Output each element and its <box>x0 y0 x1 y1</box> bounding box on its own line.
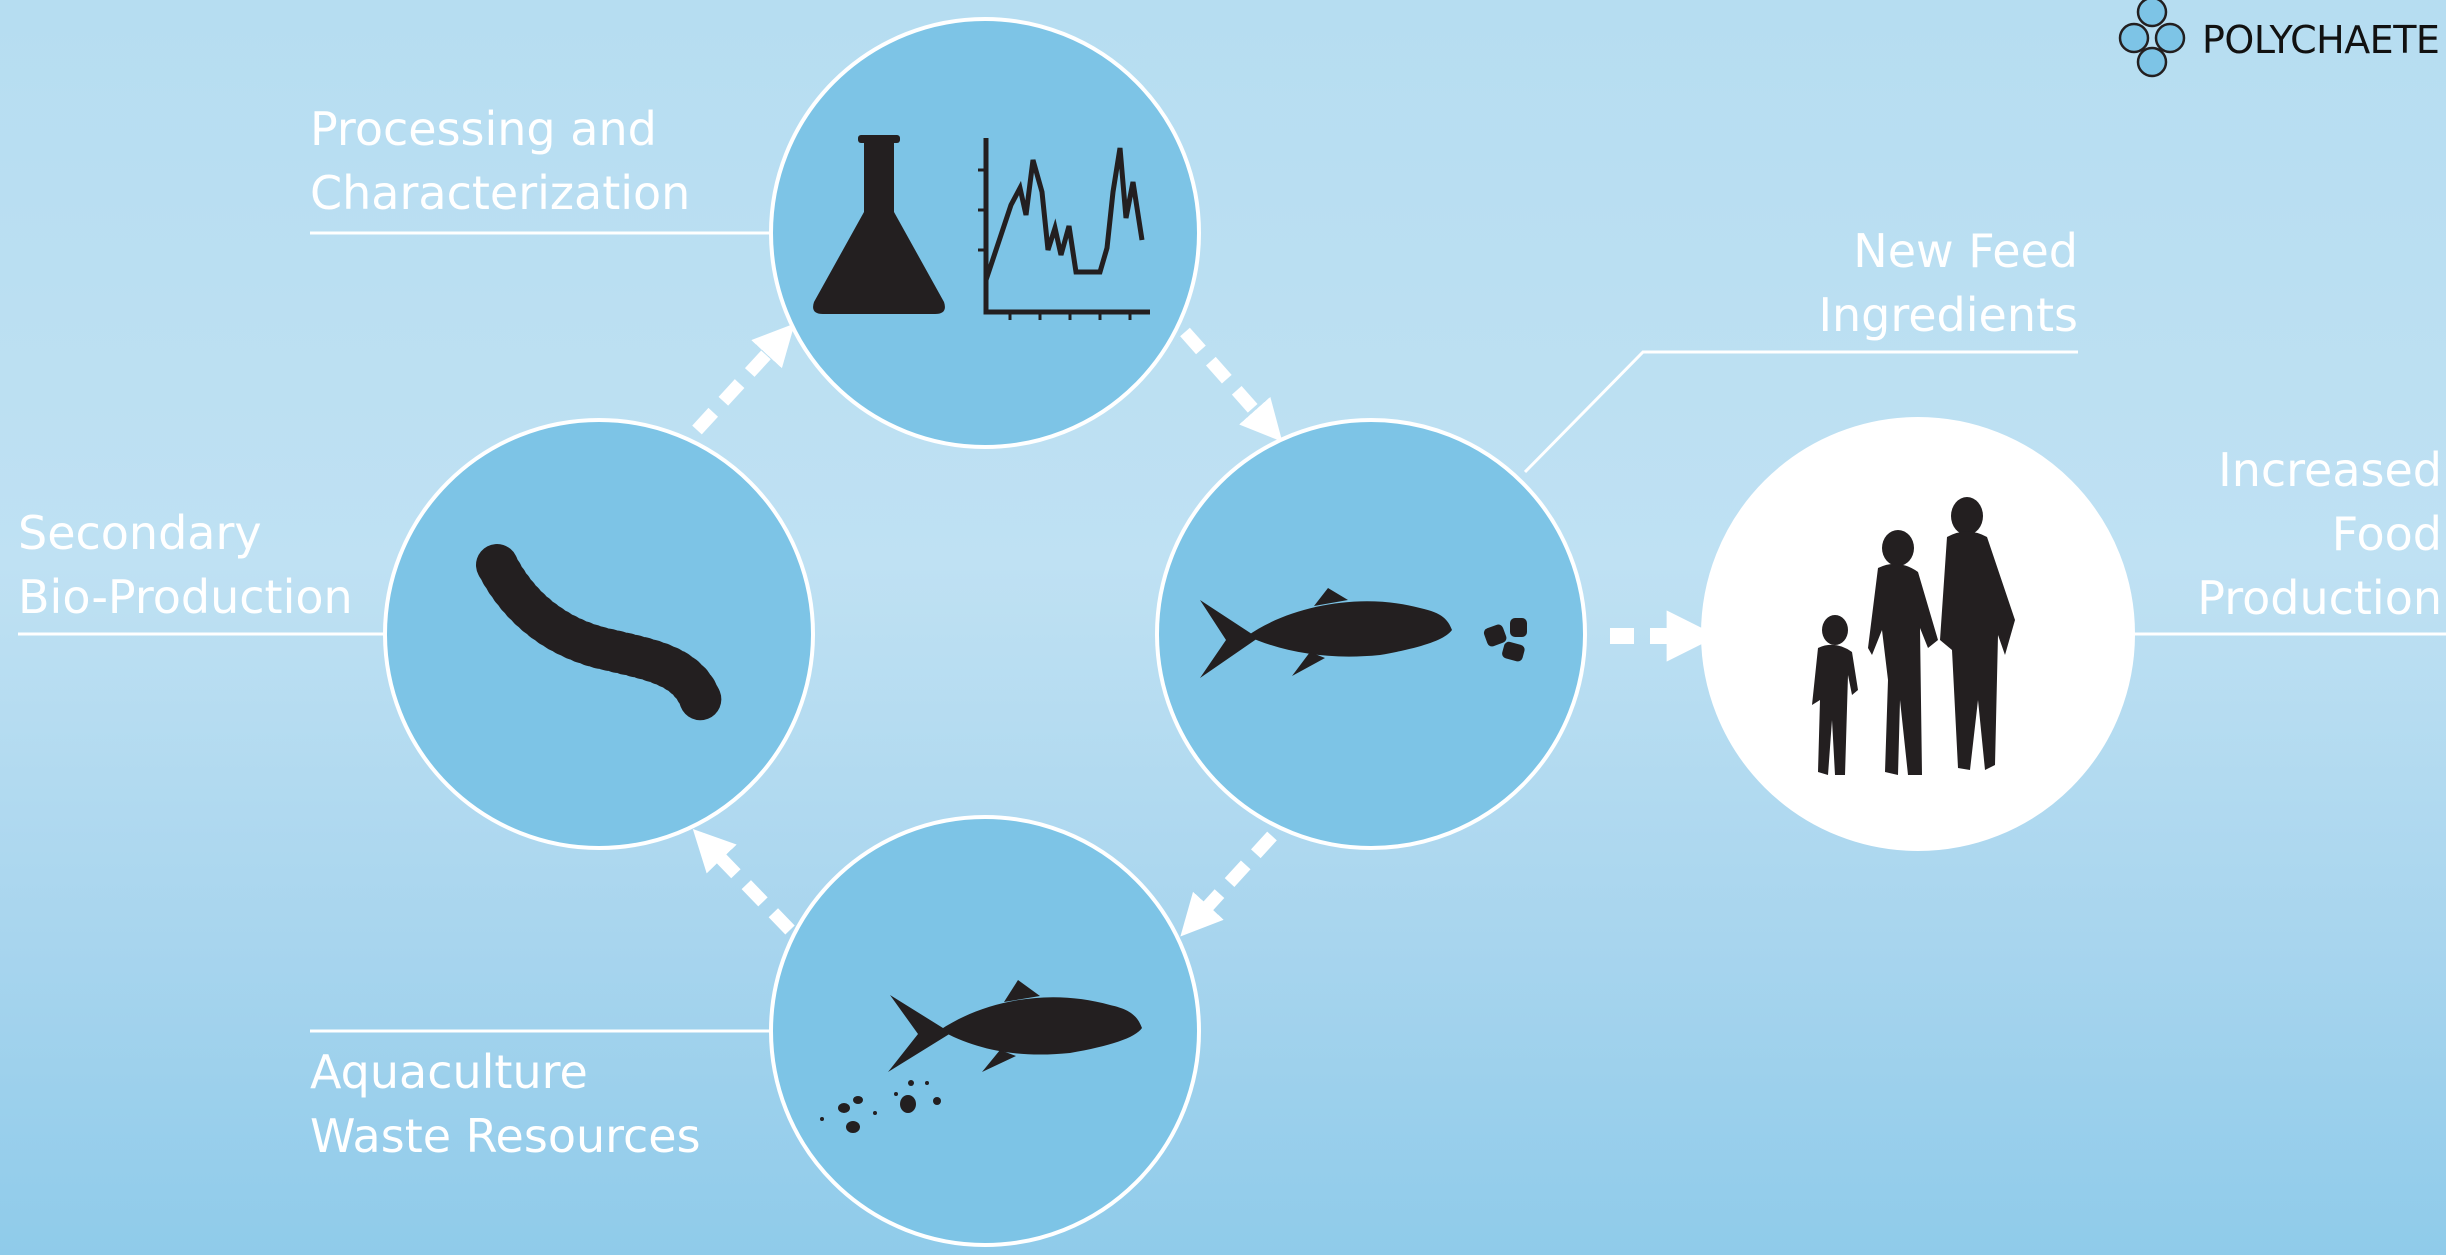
waste-label-line1: Aquaculture <box>310 1045 588 1099</box>
feed-label: New Feed Ingredients <box>1818 219 2078 347</box>
spectrum-chart-icon <box>978 138 1150 320</box>
flask-icon <box>813 135 945 314</box>
arrow-bio-to-processing <box>692 323 795 435</box>
processing-label-line1: Processing and <box>310 102 657 156</box>
arrow-processing-to-feed <box>1180 327 1283 442</box>
waste-particles-icon <box>820 1080 941 1133</box>
four-circles-logo-icon <box>2118 0 2186 78</box>
bio-label-line1: Secondary <box>18 506 262 560</box>
arrow-feed-to-waste <box>1180 831 1277 937</box>
salmon-icon <box>888 980 1142 1072</box>
polychaete-worm-icon <box>476 544 723 725</box>
salmon-icon <box>1200 588 1452 678</box>
feed-label-line1: New Feed <box>1853 224 2078 278</box>
feed-label-line2: Ingredients <box>1818 288 2078 342</box>
food-label-line1: Increased <box>2218 443 2442 497</box>
feed-pellets-icon <box>1483 618 1527 662</box>
bio-label: Secondary Bio-Production <box>18 501 353 629</box>
processing-label: Processing and Characterization <box>310 97 690 225</box>
waste-label-line2: Waste Resources <box>310 1109 701 1163</box>
food-label-line2: Food <box>2331 507 2442 561</box>
waste-label: Aquaculture Waste Resources <box>310 1040 701 1168</box>
food-label: Increased Food Production <box>2197 438 2442 630</box>
food-label-line3: Production <box>2197 571 2442 625</box>
family-silhouette-icon <box>1812 497 2015 775</box>
brand-name: POLYCHAETE <box>2202 18 2440 62</box>
arrow-waste-to-bio <box>692 829 795 935</box>
bio-label-line2: Bio-Production <box>18 570 353 624</box>
brand-logo: POLYCHAETE <box>2108 0 2440 80</box>
processing-label-line2: Characterization <box>310 166 691 220</box>
feed-leader-line <box>1523 350 2078 474</box>
